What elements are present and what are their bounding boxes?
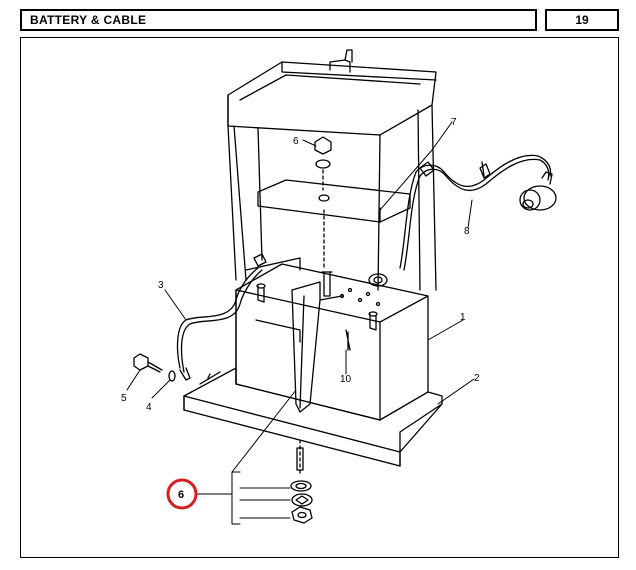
- leader-lines: [126, 121, 475, 525]
- battery-strap: [291, 271, 343, 413]
- header-title: BATTERY & CABLE: [20, 9, 537, 31]
- battery-tray: [183, 367, 443, 467]
- washer-4: [168, 370, 176, 382]
- callout-1: 1: [460, 312, 466, 323]
- diagram-frame: [20, 37, 619, 558]
- callout-4: 4: [146, 402, 152, 413]
- cable-8: [399, 154, 552, 271]
- cable-3: [176, 253, 267, 381]
- page-number: 19: [545, 9, 619, 31]
- lower-hardware-6: [290, 439, 313, 524]
- callout-10: 10: [340, 374, 352, 385]
- hold-down-bracket: [257, 179, 411, 271]
- callout-6-top: 6: [293, 136, 299, 147]
- callout-3: 3: [158, 280, 164, 291]
- solenoid: [519, 171, 557, 211]
- seat-back-panel: [227, 49, 437, 291]
- callout-2: 2: [474, 373, 480, 384]
- callout-5: 5: [121, 393, 127, 404]
- battery: [235, 257, 429, 421]
- callout-6-highlight: 6: [178, 489, 184, 501]
- bolt-5: [133, 353, 163, 373]
- highlight-circle: [166, 478, 198, 510]
- upper-bolt-assembly: [314, 136, 332, 191]
- callout-8: 8: [464, 226, 470, 237]
- callout-7: 7: [451, 117, 457, 128]
